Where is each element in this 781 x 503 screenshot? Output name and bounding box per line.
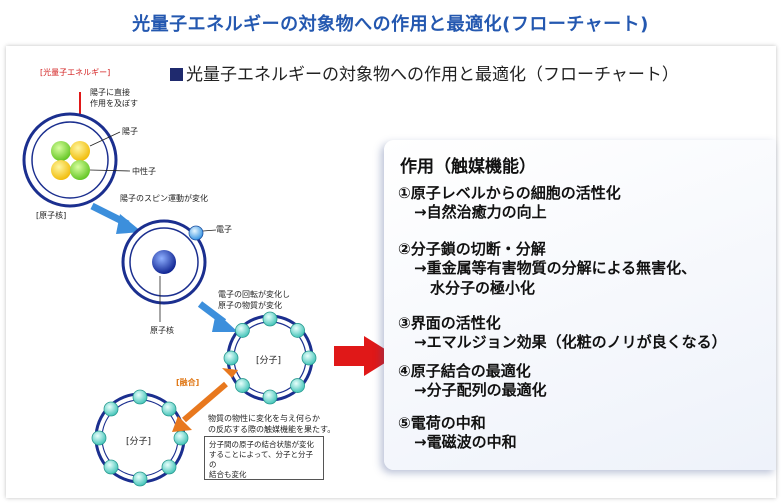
neutron-icon	[70, 160, 90, 180]
effect-4-detail: →分子配列の最適化	[414, 381, 547, 399]
electron-icon	[188, 225, 204, 241]
atom-bead-icon	[290, 378, 305, 393]
figure-title-text: 光量子エネルギーの対象物への作用と最適化（フローチャート）	[186, 65, 679, 85]
property-note: 物質の物性に変化を与え何らかの反応する際の触媒機能を果たす。	[208, 414, 336, 434]
bond-change-note-box: 分子間の原子の結合状態が変化することによって、分子と分子の結合も変化	[204, 436, 324, 480]
effect-2-title: ②分子鎖の切断・分解	[398, 240, 546, 258]
molecule-label-2: [分子]	[126, 437, 152, 447]
spin-note: 陽子のスピン運動が変化	[120, 194, 208, 203]
atom-bead-icon	[103, 401, 119, 417]
atom-bead-icon	[301, 350, 317, 366]
result-arrow	[334, 336, 396, 376]
effect-1-detail: →自然治癒力の向上	[414, 203, 547, 221]
molecule-1-diagram	[223, 311, 317, 405]
neutron-label: 中性子	[132, 167, 156, 176]
atom-bead-icon	[235, 323, 250, 338]
effect-2-detail: →重金属等有害物質の分解による無害化、	[414, 259, 697, 277]
atom-bead-icon	[132, 471, 148, 487]
effects-heading: 作用（触媒機能）	[400, 157, 536, 177]
effects-panel: 作用（触媒機能） ①原子レベルからの細胞の活性化 →自然治癒力の向上 ②分子鎖の…	[384, 140, 776, 470]
atom-bead-icon	[161, 459, 177, 475]
orbit-change-note: 電子の回転が変化し原子の物質が変化	[218, 290, 290, 310]
nucleus-icon	[152, 250, 176, 274]
flow-arrow-1	[90, 202, 142, 234]
proton-icon	[51, 160, 71, 180]
bond-arrow	[172, 368, 238, 432]
electron-label: 電子	[216, 225, 232, 234]
figure-title: 光量子エネルギーの対象物への作用と最適化（フローチャート）	[170, 60, 679, 85]
atom-bead-icon	[91, 430, 107, 446]
proton-label: 陽子	[122, 127, 138, 136]
atom-bead-icon	[173, 430, 189, 446]
light-energy-label: [光量子エネルギー]	[40, 68, 111, 77]
molecule-label-1: [分子]	[256, 356, 282, 366]
square-bullet-icon	[170, 68, 183, 81]
molecule-2-diagram	[91, 389, 189, 487]
atom-bead-icon	[223, 350, 239, 366]
direct-action-note: 陽子に直接作用を及ぼす	[90, 88, 138, 108]
effect-5-title: ⑤電荷の中和	[398, 414, 486, 432]
atom-bead-icon	[262, 311, 278, 327]
atom-bead-icon	[132, 389, 148, 405]
nucleus-caption: [原子核]	[36, 211, 67, 220]
proton-icon	[70, 141, 90, 161]
atom-bead-icon	[161, 401, 177, 417]
effect-1-title: ①原子レベルからの細胞の活性化	[398, 184, 621, 202]
atom-bead-icon	[235, 378, 250, 393]
atom-bead-icon	[262, 389, 278, 405]
atom-bead-icon	[290, 323, 305, 338]
effect-4-title: ④原子結合の最適化	[398, 362, 531, 380]
effect-3-title: ③界面の活性化	[398, 314, 501, 332]
neutron-icon	[51, 141, 71, 161]
page-title: 光量子エネルギーの対象物への作用と最適化(フローチャート)	[132, 14, 649, 35]
bond-label: [融合]	[176, 378, 200, 387]
nucleus-diagram	[22, 112, 131, 208]
atom-diagram	[121, 219, 217, 322]
atom-nucleus-label: 原子核	[150, 326, 174, 335]
atom-bead-icon	[103, 459, 119, 475]
effect-2-detail-2: 水分子の極小化	[430, 279, 536, 297]
effect-5-detail: →電磁波の中和	[414, 433, 517, 451]
flow-arrow-2	[197, 301, 238, 332]
effect-3-detail: →エマルジョン効果（化粧のノリが良くなる）	[414, 333, 727, 351]
